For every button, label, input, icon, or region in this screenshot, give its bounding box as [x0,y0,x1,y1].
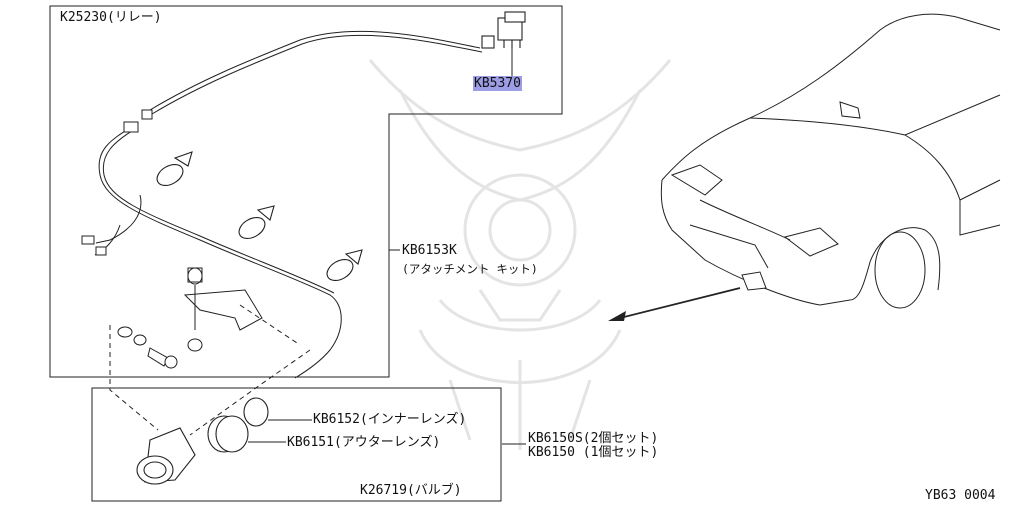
dashed-leaders [109,304,311,436]
watermark-logo [368,59,672,450]
car-outline-icon [660,13,1001,309]
part-kb6153k-note: (アタッチメント キット) [402,262,538,276]
part-kb6151-label[interactable]: KB6151(アウターレンズ) [287,435,441,450]
arrow-icon [608,287,741,321]
relay-label[interactable]: K25230(リレー) [60,10,162,25]
bracket-icon [183,267,263,352]
highlight-marker: KB5370 [473,76,522,91]
bolt-icon [117,326,178,369]
wiring-harness [94,30,483,379]
part-kb6150s-label[interactable]: KB6150S(2個セット) [528,431,659,446]
part-kb6152-label[interactable]: KB6152(インナーレンズ) [313,412,467,427]
lower-frame [91,387,502,502]
harness-connector-icon [81,109,153,256]
part-kb6150-label[interactable]: KB6150 (1個セット) [528,445,659,460]
upper-frame [49,5,563,378]
relay-icon [481,11,526,49]
part-leaders [248,249,526,445]
diagram-code: YB63 0004 [925,488,996,503]
bulb-label[interactable]: K26719(バルブ) [360,483,462,498]
harness-clip-icon [156,151,363,282]
part-kb5370-label[interactable]: KB5370 [473,76,522,91]
fog-lamp-icon [136,397,269,485]
part-kb6153k-label[interactable]: KB6153K [402,243,457,258]
